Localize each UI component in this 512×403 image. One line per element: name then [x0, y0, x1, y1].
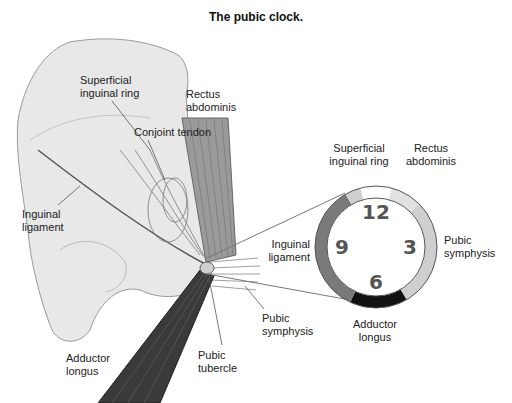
anatomy-label: Adductor longus — [340, 318, 410, 344]
clock-number: 12 — [361, 201, 391, 223]
title: The pubic clock. — [0, 10, 512, 24]
anatomy-label: Inguinal ligament — [22, 208, 82, 234]
anatomy-label: Rectus abdominis — [186, 88, 246, 114]
anatomy-label: Pubic symphysis — [444, 234, 506, 260]
anatomy-label: Superficial inguinal ring — [321, 142, 397, 168]
anatomy-label: Pubic tubercle — [198, 349, 253, 375]
clock-number: 3 — [395, 236, 425, 258]
clock-dial: 12369 — [314, 185, 438, 309]
anatomy-label: Conjoint tendon — [134, 126, 234, 139]
anatomy-label: Pubic symphysis — [262, 312, 322, 338]
anatomy-label: Inguinal ligament — [258, 238, 310, 264]
clock-number: 9 — [327, 236, 357, 258]
anatomy-label: Rectus abdominis — [400, 142, 462, 168]
anatomy-label: Adductor longus — [66, 352, 136, 378]
clock-number: 6 — [361, 271, 391, 293]
anatomy-label: Superficial inguinal ring — [80, 74, 160, 100]
